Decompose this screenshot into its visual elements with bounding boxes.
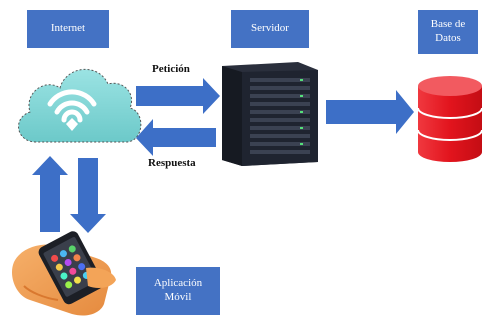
server-rack-icon bbox=[222, 62, 318, 166]
internet-label: Internet bbox=[27, 10, 109, 48]
servidor-label: Servidor bbox=[231, 10, 309, 48]
respuesta-label: Respuesta bbox=[148, 157, 196, 169]
database-cylinder-icon bbox=[417, 76, 483, 162]
respuesta-arrow bbox=[136, 119, 216, 156]
peticion-label: Petición bbox=[152, 63, 190, 75]
cloud-wifi-icon bbox=[18, 68, 142, 143]
servidor-to-db-arrow bbox=[326, 90, 414, 134]
peticion-arrow bbox=[136, 78, 220, 114]
hand-phone-icon bbox=[11, 231, 116, 316]
down-arrow bbox=[70, 158, 106, 233]
up-arrow bbox=[32, 156, 68, 232]
